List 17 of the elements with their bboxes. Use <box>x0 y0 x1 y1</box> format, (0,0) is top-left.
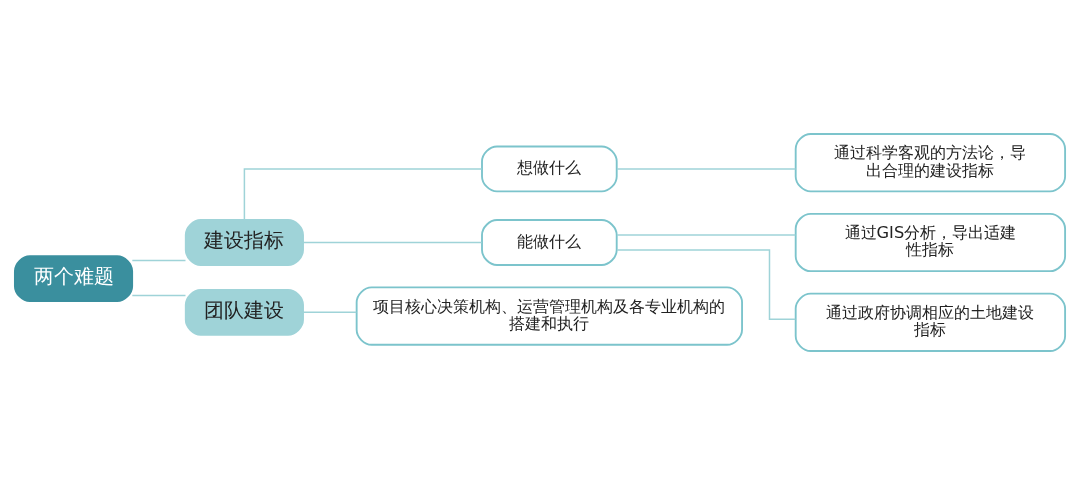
node-box: 想做什么 <box>481 145 618 193</box>
node-box: 通过科学客观的方法论，导出合理的建设指标 <box>794 133 1067 193</box>
node-box: 通过GIS分析，导出适建性指标 <box>794 212 1067 273</box>
node-box: 通过政府协调相应的土地建设指标 <box>794 292 1067 352</box>
node-box: 团队建设 <box>184 288 304 336</box>
connector <box>131 294 187 297</box>
connector <box>302 241 483 244</box>
connector <box>616 234 797 236</box>
node-box: 能做什么 <box>481 219 618 266</box>
node-box: 两个难题 <box>13 255 134 303</box>
connector <box>616 168 797 170</box>
connector <box>243 168 483 221</box>
node-box: 项目核心决策机构、运营管理机构及各专业机构的搭建和执行 <box>355 286 743 346</box>
node-box: 建设指标 <box>184 219 304 266</box>
connector <box>616 249 797 320</box>
connector <box>302 311 358 314</box>
connector <box>131 259 187 262</box>
